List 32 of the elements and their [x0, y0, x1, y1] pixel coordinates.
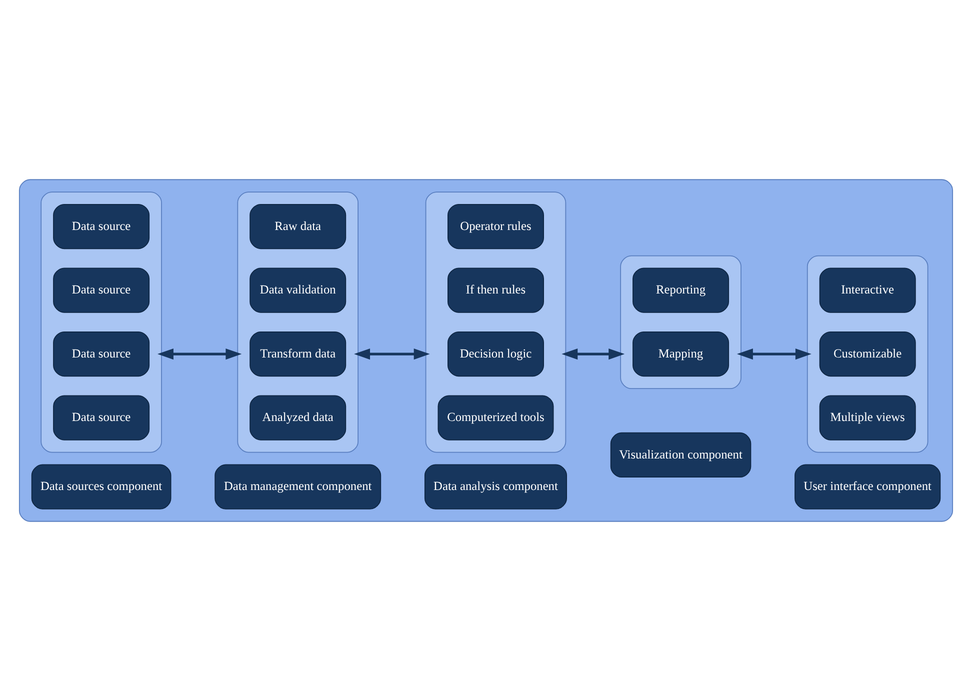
node-box: Customizable [819, 330, 916, 376]
node-box: Data validation [250, 267, 346, 312]
cluster [18, 178, 954, 522]
node-box: Data source [53, 394, 150, 440]
cluster [237, 191, 358, 452]
node-box: Visualization component [610, 432, 752, 478]
arrow [562, 348, 625, 360]
node-box: Computerized tools [438, 394, 554, 440]
arrow [736, 348, 812, 360]
arrow [354, 348, 430, 360]
cluster [425, 191, 566, 452]
node-box: Analyzed data [250, 394, 346, 440]
arrow [158, 348, 242, 360]
node-box: Data management component [214, 464, 382, 509]
node-box: Interactive [819, 267, 916, 312]
node-box: Transform data [250, 330, 346, 376]
cluster [806, 254, 928, 452]
cluster [40, 191, 162, 452]
node-box: Mapping [632, 330, 730, 376]
cluster [620, 254, 742, 389]
node-box: Operator rules [447, 203, 544, 249]
node-box: Data analysis component [424, 464, 568, 509]
node-box: Multiple views [819, 394, 916, 440]
node-box: Reporting [632, 267, 730, 312]
node-box: User interface component [794, 464, 941, 509]
node-box: Raw data [250, 203, 346, 249]
node-box: Data source [53, 267, 150, 312]
node-box: Data sources component [31, 464, 172, 509]
node-box: If then rules [447, 267, 544, 312]
node-box: Data source [53, 330, 150, 376]
node-box: Data source [53, 203, 150, 249]
node-box: Decision logic [447, 330, 544, 376]
